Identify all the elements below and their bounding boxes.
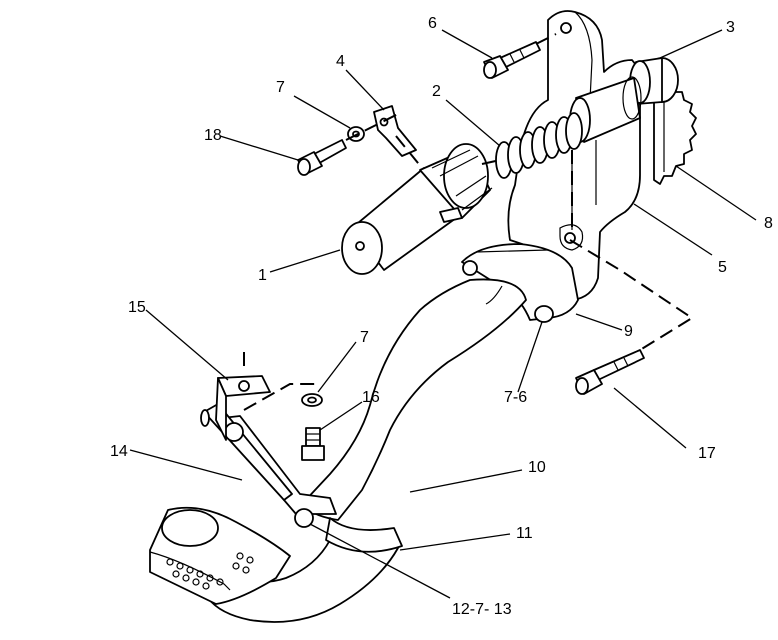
label-1: 1 <box>258 267 267 284</box>
label-8: 8 <box>764 215 773 232</box>
label-11: 11 <box>516 525 533 542</box>
bolt-17 <box>575 349 645 395</box>
label-16: 16 <box>362 389 380 406</box>
label-7-lower: 7 <box>360 329 369 346</box>
spring <box>495 112 583 179</box>
label-7-6: 7-6 <box>504 389 527 406</box>
plunger <box>341 143 493 275</box>
washer-lower <box>301 393 323 407</box>
label-15: 15 <box>128 299 146 316</box>
assembly-lines <box>243 33 694 411</box>
bolt-6 <box>483 41 541 79</box>
perforated-inlet <box>149 506 291 605</box>
drive-gear <box>653 85 697 185</box>
label-14: 14 <box>110 443 128 460</box>
pump-housing <box>507 10 641 301</box>
callout-labels: 1 2 3 4 5 6 7 7 7-6 8 9 10 11 12-7- 13 1… <box>110 15 773 618</box>
label-3: 3 <box>726 19 735 36</box>
label-12-7-13: 12-7- 13 <box>452 601 512 618</box>
label-4: 4 <box>336 53 345 70</box>
pipe-10 <box>301 278 527 521</box>
label-6: 6 <box>428 15 437 32</box>
bolt-18 <box>297 139 347 176</box>
flange-9 <box>461 243 579 323</box>
label-9: 9 <box>624 323 633 340</box>
bolt-16 <box>301 427 325 461</box>
bracket-15 <box>200 375 271 441</box>
label-17: 17 <box>698 445 716 462</box>
label-10: 10 <box>528 459 546 476</box>
label-5: 5 <box>718 259 727 276</box>
bracket-4 <box>373 105 417 157</box>
label-7-upper: 7 <box>276 79 285 96</box>
label-18: 18 <box>204 127 222 144</box>
label-2: 2 <box>432 83 441 100</box>
leader-lines <box>129 29 757 599</box>
